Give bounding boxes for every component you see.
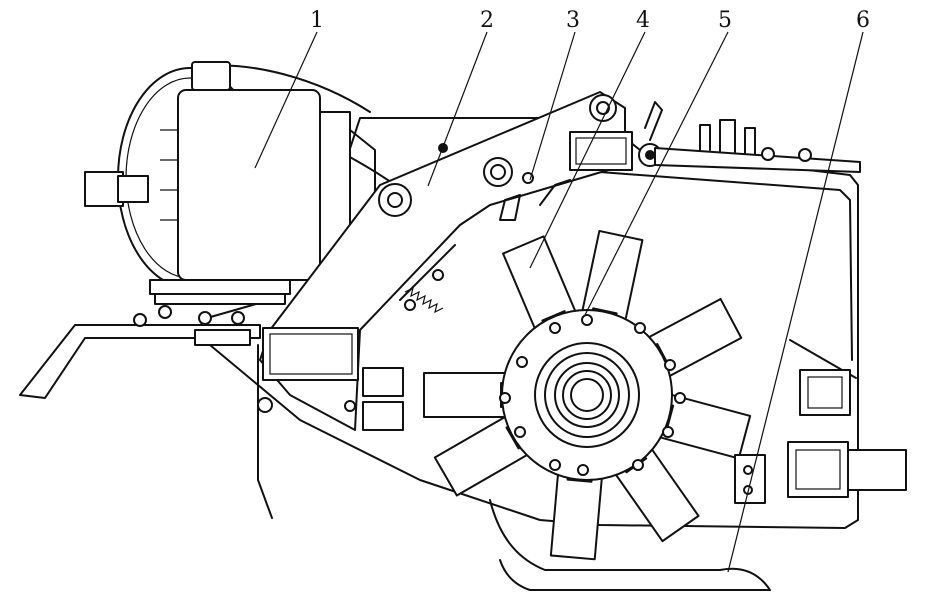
leader-line-6 xyxy=(727,31,864,573)
rear-bracket xyxy=(734,369,907,504)
leader-line-3 xyxy=(529,31,576,181)
callout-3: 3 xyxy=(566,8,580,33)
callout-labels: 1 2 3 4 5 6 xyxy=(310,8,870,33)
callout-5: 5 xyxy=(718,8,732,33)
top-latch xyxy=(499,101,861,221)
callout-1: 1 xyxy=(310,8,324,33)
callout-4: 4 xyxy=(636,8,650,33)
bolt-row xyxy=(133,305,245,327)
motor xyxy=(84,61,396,305)
bottom-skid xyxy=(489,499,771,591)
leader-line-4 xyxy=(529,31,646,269)
front-bracket xyxy=(19,305,273,519)
leader-line-5 xyxy=(584,31,729,316)
leader-line-2 xyxy=(427,31,488,187)
callout-6: 6 xyxy=(856,8,870,33)
leader-lines xyxy=(254,31,864,573)
rotor xyxy=(423,229,752,561)
callout-2: 2 xyxy=(480,8,494,33)
hub-bolts xyxy=(499,314,686,476)
leader-line-1 xyxy=(254,31,318,169)
